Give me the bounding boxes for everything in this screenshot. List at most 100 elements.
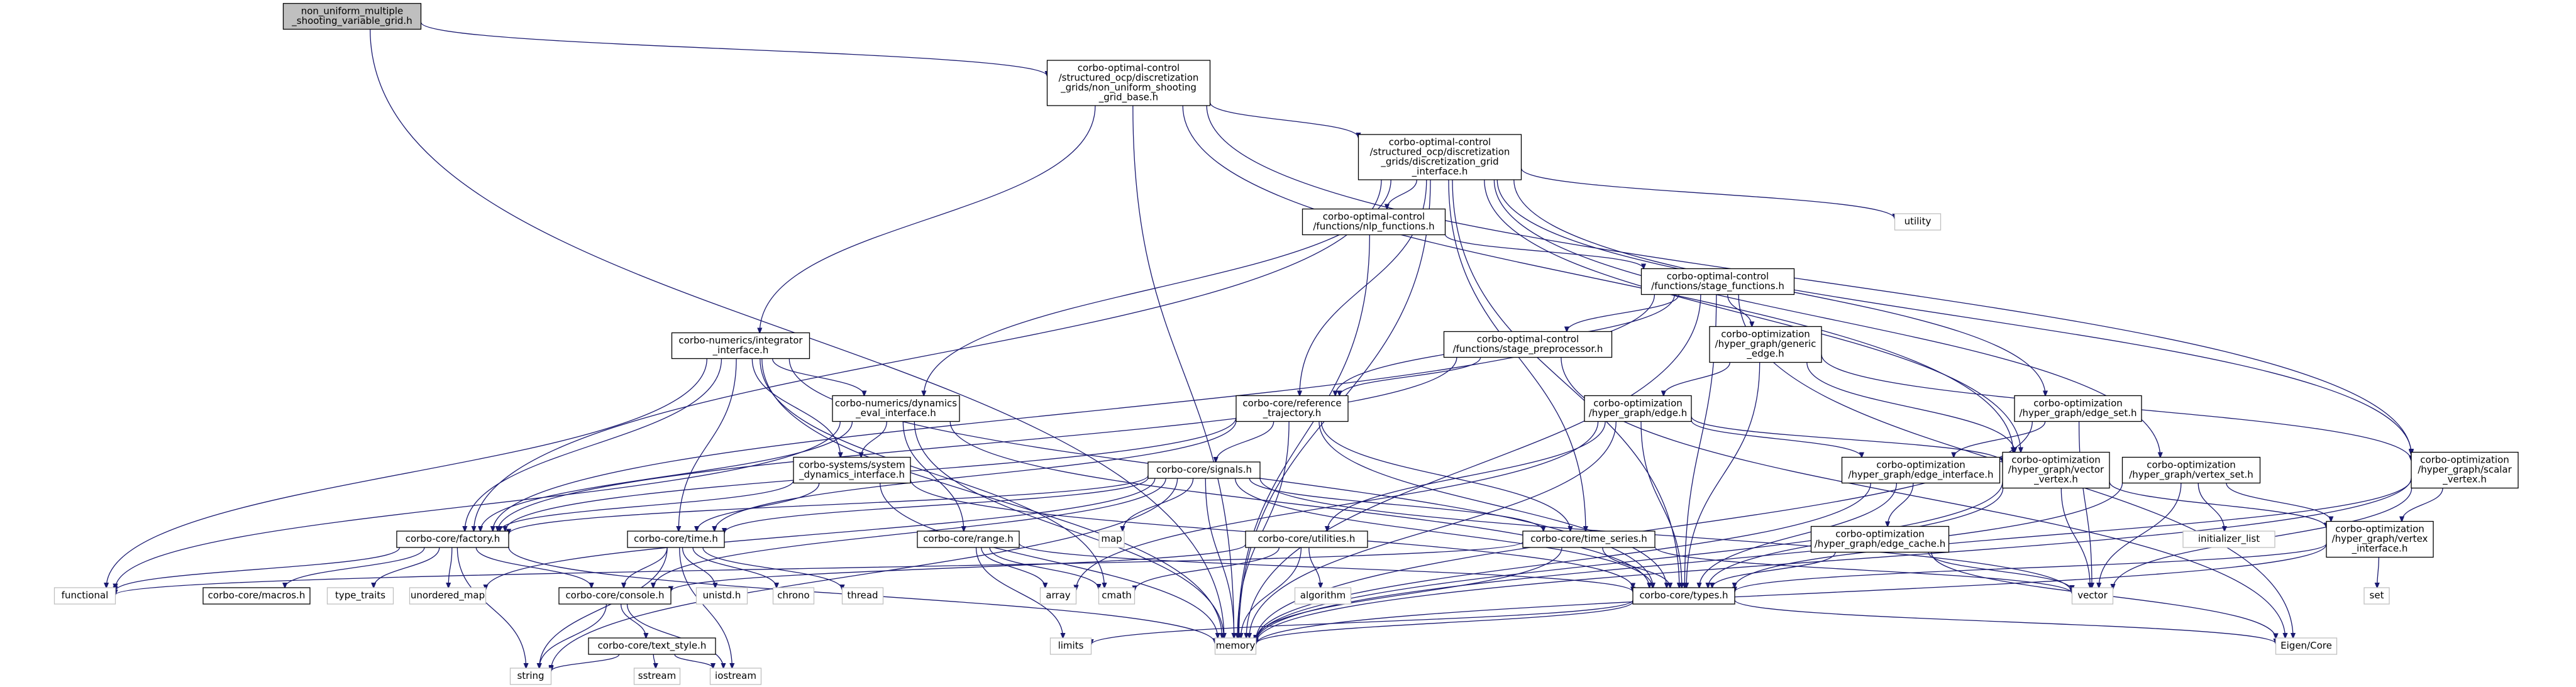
node-edgecache[interactable]: corbo-optimization/hyper_graph/edge_cach… xyxy=(1810,525,1950,553)
node-time[interactable]: corbo-core/time.h xyxy=(627,530,725,548)
node-label: corbo-core/text_style.h xyxy=(598,640,707,652)
node-types[interactable]: corbo-core/types.h xyxy=(1632,587,1735,605)
node-utilities[interactable]: corbo-core/utilities.h xyxy=(1245,530,1368,548)
edge-edgeif-to-memory xyxy=(1256,483,1871,641)
node-label: non_uniform_multiple xyxy=(301,6,404,18)
node-box xyxy=(1640,268,1795,295)
edge-scalvert-to-memory xyxy=(1256,478,2412,643)
node-label: thread xyxy=(847,590,878,601)
node-label: sstream xyxy=(638,670,676,681)
node-edgeif[interactable]: corbo-optimization/hyper_graph/edge_inte… xyxy=(1841,456,2001,484)
node-box xyxy=(1039,587,1077,605)
node-reftraj[interactable]: corbo-core/reference_trajectory.h xyxy=(1235,395,1349,422)
node-label: utility xyxy=(1904,216,1932,227)
node-label: _grids/non_uniform_shooting xyxy=(1060,82,1197,94)
node-label: corbo-core/macros.h xyxy=(208,590,306,601)
node-label: corbo-optimization xyxy=(2420,454,2509,466)
node-box xyxy=(409,587,487,605)
edge-range-to-types xyxy=(1019,542,1633,591)
node-tseries[interactable]: corbo-core/time_series.h xyxy=(1522,530,1656,548)
node-vecvert[interactable]: corbo-optimization/hyper_graph/vector_ve… xyxy=(2002,451,2110,489)
node-edge[interactable]: corbo-optimization/hyper_graph/edge.h xyxy=(1584,395,1692,422)
edge-integ-to-factory xyxy=(465,358,722,532)
node-label: _eval_interface.h xyxy=(855,407,936,419)
edge-textstyle-to-sstream xyxy=(653,654,656,668)
node-set: set xyxy=(2363,587,2390,605)
node-label: /hyper_graph/generic xyxy=(1715,338,1816,350)
edge-tseries-to-memory xyxy=(1256,547,1562,640)
node-sysdyn[interactable]: corbo-systems/system_dynamics_interface.… xyxy=(793,456,911,484)
node-factory[interactable]: corbo-core/factory.h xyxy=(396,530,509,548)
edge-dyneval-to-functional xyxy=(116,421,841,589)
node-label: array xyxy=(1046,590,1070,601)
node-macros[interactable]: corbo-core/macros.h xyxy=(202,587,311,605)
edge-dyneval-to-sysdyn xyxy=(861,421,888,458)
node-label: _edge.h xyxy=(1746,348,1784,360)
node-label: cmath xyxy=(1102,590,1131,601)
node-label: _grids/discretization_grid xyxy=(1380,156,1498,168)
node-chrono: chrono xyxy=(772,587,815,605)
edge-time-to-thread xyxy=(702,547,843,590)
node-box xyxy=(2275,637,2338,655)
node-label: /hyper_graph/vertex xyxy=(2332,533,2428,545)
node-gridif[interactable]: corbo-optimal-control/structured_ocp/dis… xyxy=(1357,134,1522,180)
edge-types-to-limits xyxy=(1092,600,1633,645)
edge-base-to-vecvert xyxy=(1182,105,2013,453)
node-label: corbo-optimization xyxy=(2335,524,2424,535)
node-label: /hyper_graph/edge_set.h xyxy=(2019,407,2137,419)
edge-signals-to-string xyxy=(551,478,1178,670)
edge-root-to-base xyxy=(420,22,1048,76)
node-signals[interactable]: corbo-core/signals.h xyxy=(1147,461,1261,479)
edge-edgecache-to-vector xyxy=(1928,552,2072,591)
node-stagefn[interactable]: corbo-optimal-control/functions/stage_fu… xyxy=(1640,268,1795,295)
node-integ[interactable]: corbo-numerics/integrator_interface.h xyxy=(671,332,810,360)
node-label: corbo-systems/system xyxy=(799,459,905,471)
node-genedge[interactable]: corbo-optimization/hyper_graph/generic_e… xyxy=(1709,326,1822,363)
node-range[interactable]: corbo-core/range.h xyxy=(917,530,1020,548)
node-scalvert[interactable]: corbo-optimization/hyper_graph/scalar_ve… xyxy=(2411,451,2519,489)
node-label: /hyper_graph/edge_cache.h xyxy=(1815,538,1946,550)
edge-utilities-to-console xyxy=(671,544,1246,591)
edge-scalvert-to-vertif xyxy=(2402,488,2443,522)
node-vertif[interactable]: corbo-optimization/hyper_graph/vertex_in… xyxy=(2326,520,2434,558)
node-box xyxy=(695,587,748,605)
edge-console-to-iostream xyxy=(626,603,724,668)
node-console[interactable]: corbo-core/console.h xyxy=(558,587,672,605)
edge-factory-to-functional xyxy=(116,547,401,591)
node-label: /hyper_graph/vertex_set.h xyxy=(2129,469,2253,481)
node-dyneval[interactable]: corbo-numerics/dynamics_eval_interface.h xyxy=(832,395,960,422)
node-box xyxy=(509,668,552,685)
edge-time-to-unistd xyxy=(682,547,716,588)
node-textstyle[interactable]: corbo-core/text_style.h xyxy=(588,637,716,655)
node-edgeset[interactable]: corbo-optimization/hyper_graph/edge_set.… xyxy=(2014,395,2142,422)
node-sstream: sstream xyxy=(633,668,681,685)
edge-genedge-to-edge xyxy=(1664,362,1730,396)
edge-reftraj-to-memory xyxy=(1237,421,1290,639)
node-box xyxy=(53,587,116,605)
node-label: /structured_ocp/discretization xyxy=(1370,146,1510,158)
node-box xyxy=(202,587,311,605)
node-box xyxy=(793,456,911,484)
edge-integ-to-sysdyn xyxy=(751,358,840,458)
node-label: _trajectory.h xyxy=(1263,407,1322,419)
node-nlp[interactable]: corbo-optimal-control/functions/nlp_func… xyxy=(1302,208,1446,236)
node-cmath: cmath xyxy=(1098,587,1136,605)
edge-reftraj-to-tseries xyxy=(1320,421,1571,532)
node-label: /functions/nlp_functions.h xyxy=(1313,221,1434,233)
node-base[interactable]: corbo-optimal-control/structured_ocp/dis… xyxy=(1046,60,1211,106)
node-stagepre[interactable]: corbo-optimal-control/functions/stage_pr… xyxy=(1443,331,1613,358)
node-vertset[interactable]: corbo-optimization/hyper_graph/vertex_se… xyxy=(2121,456,2261,484)
node-box xyxy=(1443,331,1613,358)
node-label: _vertex.h xyxy=(2442,474,2487,486)
edge-base-to-gridif xyxy=(1209,102,1359,138)
edge-vertset-to-vector xyxy=(2099,483,2182,588)
node-label: /functions/stage_functions.h xyxy=(1651,280,1784,292)
node-root[interactable]: non_uniform_multiple_shooting_variable_g… xyxy=(282,3,422,30)
node-vector: vector xyxy=(2071,587,2114,605)
node-label: iostream xyxy=(715,670,756,681)
node-label: unordered_map xyxy=(411,590,485,602)
node-label: corbo-numerics/dynamics xyxy=(835,398,957,409)
edge-tseries-to-vector xyxy=(1654,546,2072,594)
node-label: corbo-optimal-control xyxy=(1667,271,1769,282)
edge-edge-to-utilities xyxy=(1327,421,1606,532)
